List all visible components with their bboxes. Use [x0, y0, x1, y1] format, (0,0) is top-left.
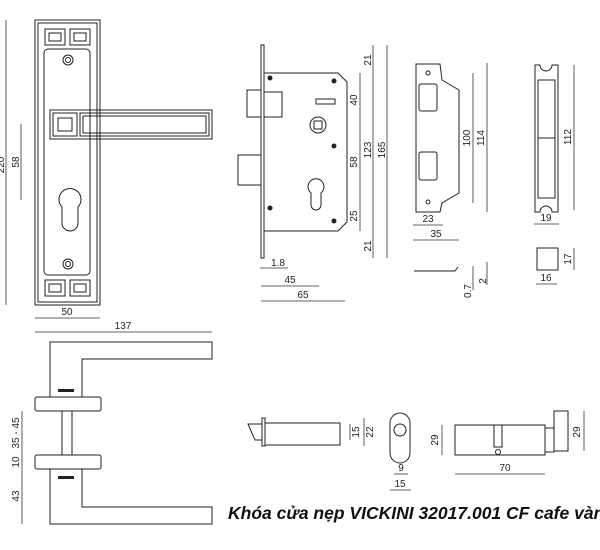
dim-45: 45 — [284, 275, 296, 286]
handle-side-view — [34, 341, 213, 525]
strike-plate — [414, 63, 460, 272]
dim-2: 2 — [478, 278, 489, 284]
dim-65: 65 — [297, 290, 309, 301]
dim-21-top: 21 — [363, 54, 374, 66]
dim-0-7: 0.7 — [463, 284, 474, 298]
dim-165: 165 — [377, 141, 388, 158]
dim-35: 35 — [430, 229, 442, 240]
mortise-dimensions: 21 40 58 25 21 123 165 1.8 45 65 — [260, 45, 388, 302]
latch-bolt: 15 22 — [247, 417, 376, 447]
handle-side-dimensions: 35 - 45 10 43 — [11, 411, 23, 524]
strike-dimensions: 100 114 23 35 0.7 2 — [413, 63, 489, 298]
dim-23: 23 — [422, 214, 434, 225]
dim-16: 16 — [540, 273, 552, 284]
dim-50: 50 — [61, 307, 73, 318]
product-title: Khóa cửa nẹp VICKINI 32017.001 CF cafe v… — [228, 503, 600, 523]
dim-21-bottom: 21 — [363, 240, 374, 252]
dim-15: 15 — [351, 426, 362, 438]
dim-9: 9 — [398, 463, 404, 474]
euro-cylinder: 29 29 70 — [430, 410, 585, 475]
dim-29-knob: 29 — [572, 426, 583, 438]
dim-114: 114 — [476, 130, 487, 146]
dim-25: 25 — [349, 210, 360, 222]
dim-17: 17 — [563, 253, 574, 265]
handle-front-view — [34, 19, 213, 306]
dim-137: 137 — [115, 321, 132, 332]
dim-1-8: 1.8 — [271, 258, 285, 269]
dim-15: 15 — [394, 479, 406, 490]
dim-43: 43 — [11, 490, 22, 502]
dim-22: 22 — [365, 426, 376, 438]
dim-29-cylinder: 29 — [430, 434, 441, 446]
strike-box — [534, 64, 559, 271]
dim-100: 100 — [462, 129, 473, 146]
box-dimensions: 112 19 17 16 — [534, 65, 575, 285]
dim-70: 70 — [499, 463, 511, 474]
dim-112: 112 — [563, 129, 574, 145]
mortise-lock-body — [237, 44, 348, 259]
dim-40: 40 — [349, 94, 360, 106]
thumbturn: 9 15 — [389, 412, 411, 491]
dim-58: 58 — [349, 156, 360, 168]
dim-10: 10 — [11, 456, 22, 468]
dim-58: 58 — [11, 156, 22, 168]
dim-123: 123 — [363, 141, 374, 158]
dim-220: 220 — [0, 156, 7, 173]
dim-19: 19 — [540, 213, 552, 224]
handle-front-dimensions: 220 58 50 137 — [0, 20, 212, 333]
dim-35-45: 35 - 45 — [11, 417, 22, 449]
